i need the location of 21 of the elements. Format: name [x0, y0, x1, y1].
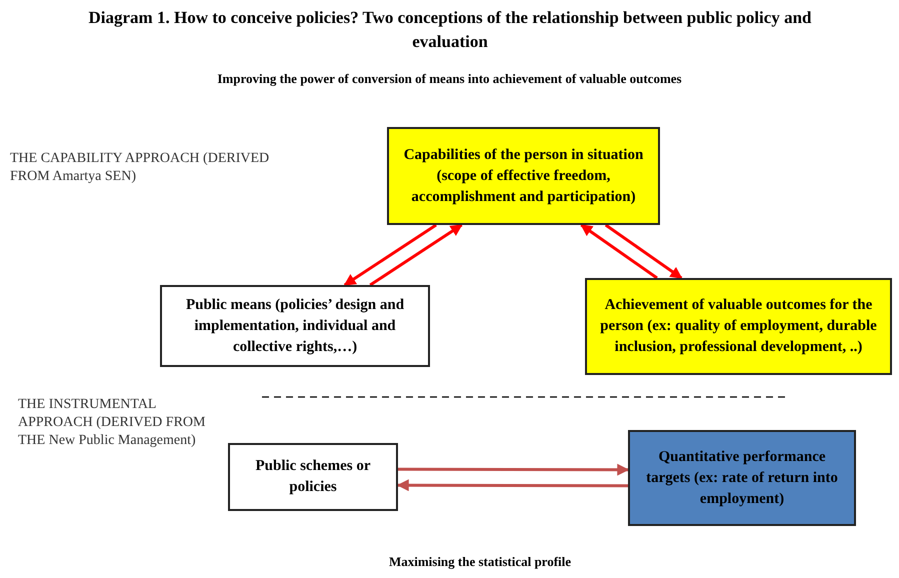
arrow	[344, 224, 437, 286]
box-text: Public schemes or policies	[254, 457, 372, 497]
box-text: Public means (policies’ design and implementation, individual and collective rights,…)	[184, 296, 406, 356]
text-box	[160, 285, 430, 367]
text-label: Maximising the statistical profile	[388, 553, 572, 571]
arrow	[604, 224, 682, 280]
text-box	[628, 430, 856, 526]
text-box	[228, 443, 398, 511]
arrow	[369, 224, 463, 286]
arrow	[398, 464, 630, 476]
text-box	[387, 127, 660, 225]
text-label: THE INSTRUMENTAL APPROACH (DERIVED FROM THE New Public Management)	[18, 396, 206, 450]
arrow	[396, 479, 628, 492]
box-text: Capabilities of the person in situation (scope of effective freedom, accomplishment and participation)	[402, 146, 644, 206]
text-label: THE CAPABILITY APPROACH (DERIVED FROM Amartya SEN)	[10, 150, 270, 186]
arrow	[580, 224, 658, 280]
diagram-title: Diagram 1. How to conceive policies? Two conceptions of the relationship between public policy and evaluation	[88, 7, 812, 53]
text-box	[585, 278, 892, 375]
box-text: Achievement of valuable outcomes for the person (ex: quality of employment, durable inclusion, professional development, ..)	[599, 296, 878, 357]
box-text: Quantitative performance targets (ex: rate of return into employment)	[645, 448, 839, 508]
text-label: Improving the power of conversion of means into achievement of valuable outcomes	[216, 70, 683, 88]
